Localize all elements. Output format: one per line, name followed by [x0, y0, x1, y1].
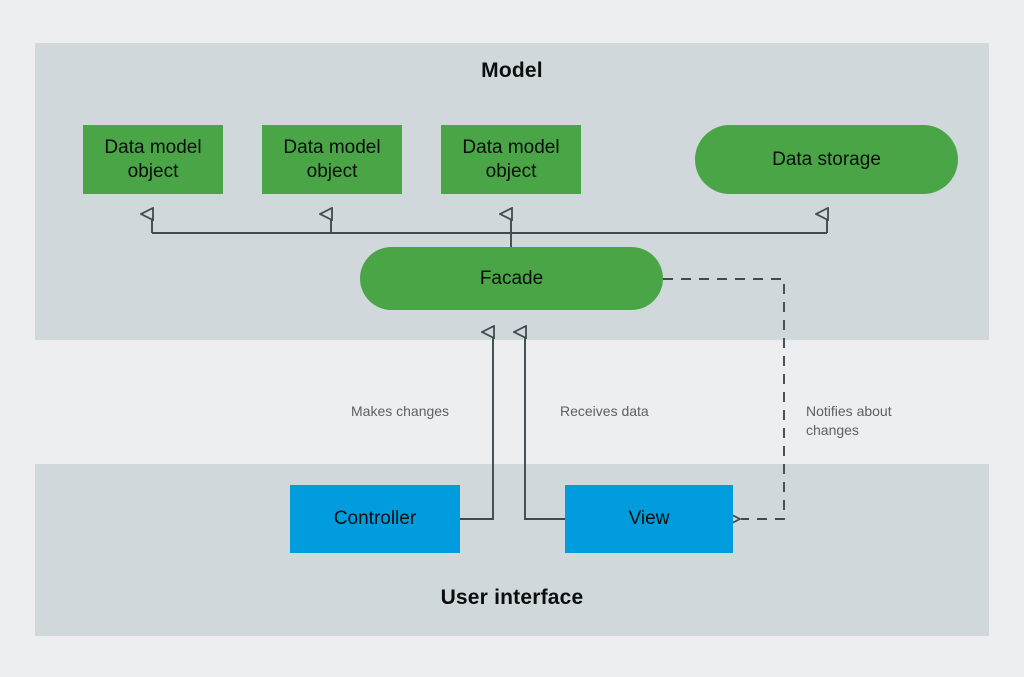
- edge-label-notifies-about-changes: Notifies about changes: [806, 403, 892, 438]
- node-controller[interactable]: Controller: [290, 485, 460, 553]
- node-data-model-object-3[interactable]: Data model object: [441, 125, 581, 194]
- edge-label-makes-changes: Makes changes: [351, 403, 450, 419]
- node-facade[interactable]: Facade: [360, 247, 663, 310]
- node-view[interactable]: View: [565, 485, 733, 553]
- edge-label-receives-data: Receives data: [560, 403, 649, 419]
- user-interface-panel: User interface: [35, 464, 989, 636]
- node-data-model-object-1[interactable]: Data model object: [83, 125, 223, 194]
- node-data-model-object-2[interactable]: Data model object: [262, 125, 402, 194]
- user-interface-panel-title: User interface: [440, 586, 584, 609]
- model-panel-title: Model: [481, 59, 543, 82]
- node-data-storage[interactable]: Data storage: [695, 125, 958, 194]
